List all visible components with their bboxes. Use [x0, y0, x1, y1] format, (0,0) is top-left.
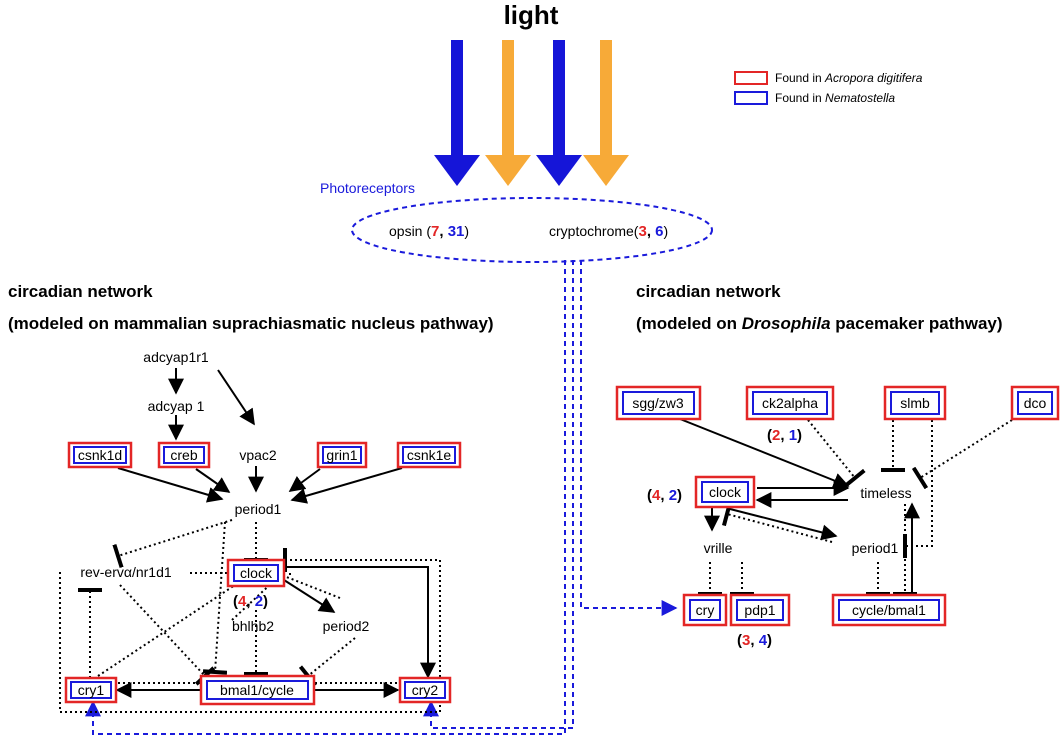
link-to-cry-right [580, 260, 678, 616]
box-pdp1-label: pdp1 [744, 602, 775, 618]
box-clock-left: clock [226, 558, 286, 588]
left-network-title: circadian network [8, 282, 153, 301]
box-creb-label: creb [170, 447, 197, 463]
node-period1-right: period1 [852, 540, 899, 556]
box-clock-left-label: clock [240, 565, 273, 581]
photoreceptors-label: Photoreceptors [320, 180, 415, 196]
box-slmb-label: slmb [900, 395, 930, 411]
clock-right-counts: (4, 2) [647, 487, 682, 504]
link-to-cry2 [423, 260, 574, 729]
right-network-subtitle: (modeled on Drosophila pacemaker pathway… [636, 314, 1003, 333]
legend: Found in Acropora digitifera Found in Ne… [734, 71, 923, 105]
box-cry-right-label: cry [696, 602, 715, 618]
box-cycle-bmal1: cycle/bmal1 [831, 593, 947, 627]
light-arrow-orange-1 [485, 40, 531, 186]
right-network-edges [669, 414, 920, 594]
light-arrows [434, 40, 629, 186]
box-cycle-bmal1-label: cycle/bmal1 [852, 602, 926, 618]
light-arrow-blue-2 [536, 40, 582, 186]
clock-left-counts: (4, 2) [233, 593, 268, 610]
box-csnk1d: csnk1d [67, 441, 133, 469]
node-bhlhb2: bhlhb2 [232, 618, 274, 634]
cryptochrome-label: cryptochrome(3, 6) [549, 223, 668, 240]
box-cry1: cry1 [64, 676, 118, 704]
node-adcyap1: adcyap 1 [148, 398, 205, 414]
box-ck2alpha-label: ck2alpha [762, 395, 818, 411]
legend-label-acropora: Found in Acropora digitifera [775, 71, 923, 85]
node-adcyap1r1: adcyap1r1 [143, 349, 209, 365]
box-sgg-zw3-label: sgg/zw3 [632, 395, 684, 411]
box-grin1: grin1 [316, 441, 368, 469]
pdp1-counts: (3, 4) [737, 632, 772, 649]
legend-label-nematostella: Found in Nematostella [775, 91, 895, 105]
box-pdp1: pdp1 [729, 593, 791, 627]
light-arrow-orange-2 [583, 40, 629, 186]
box-creb: creb [157, 441, 211, 469]
box-slmb: slmb [883, 385, 947, 421]
legend-swatch-acropora [734, 71, 768, 85]
box-csnk1d-label: csnk1d [78, 447, 122, 463]
legend-swatch-nematostella [734, 91, 768, 105]
box-csnk1e: csnk1e [396, 441, 462, 469]
box-clock-right-label: clock [709, 484, 742, 500]
link-to-cry1 [85, 260, 566, 735]
photoreceptors-ellipse [351, 197, 713, 263]
ck2alpha-counts: (2, 1) [767, 427, 802, 444]
node-rev-erva: rev-ervα/nr1d1 [80, 564, 172, 580]
left-network-edges [115, 368, 436, 698]
box-clock-right: clock [694, 475, 756, 509]
node-vrille: vrille [704, 540, 733, 556]
box-grin1-label: grin1 [326, 447, 357, 463]
node-period2: period2 [323, 618, 370, 634]
box-cry-right: cry [682, 593, 728, 627]
node-vpac2: vpac2 [239, 447, 277, 463]
node-timeless: timeless [860, 485, 911, 501]
light-arrow-blue-1 [434, 40, 480, 186]
left-network-inhibitions [59, 519, 441, 713]
box-sgg-zw3: sgg/zw3 [615, 385, 702, 421]
box-bmal1-cycle: bmal1/cycle [199, 674, 316, 706]
left-network-subtitle: (modeled on mammalian suprachiasmatic nu… [8, 314, 494, 333]
box-dco-label: dco [1024, 395, 1047, 411]
opsin-label: opsin (7, 31) [389, 223, 469, 240]
box-csnk1e-label: csnk1e [407, 447, 452, 463]
light-title: light [504, 0, 559, 30]
box-bmal1-cycle-label: bmal1/cycle [220, 682, 294, 698]
box-ck2alpha: ck2alpha [745, 385, 835, 421]
right-network-title: circadian network [636, 282, 781, 301]
box-dco: dco [1010, 385, 1060, 421]
box-cry2: cry2 [398, 676, 452, 704]
box-cry1-label: cry1 [78, 682, 105, 698]
node-period1-left: period1 [235, 501, 282, 517]
cryptochrome-links [85, 260, 678, 735]
box-cry2-label: cry2 [412, 682, 439, 698]
right-network-inhibitions [698, 419, 1013, 596]
